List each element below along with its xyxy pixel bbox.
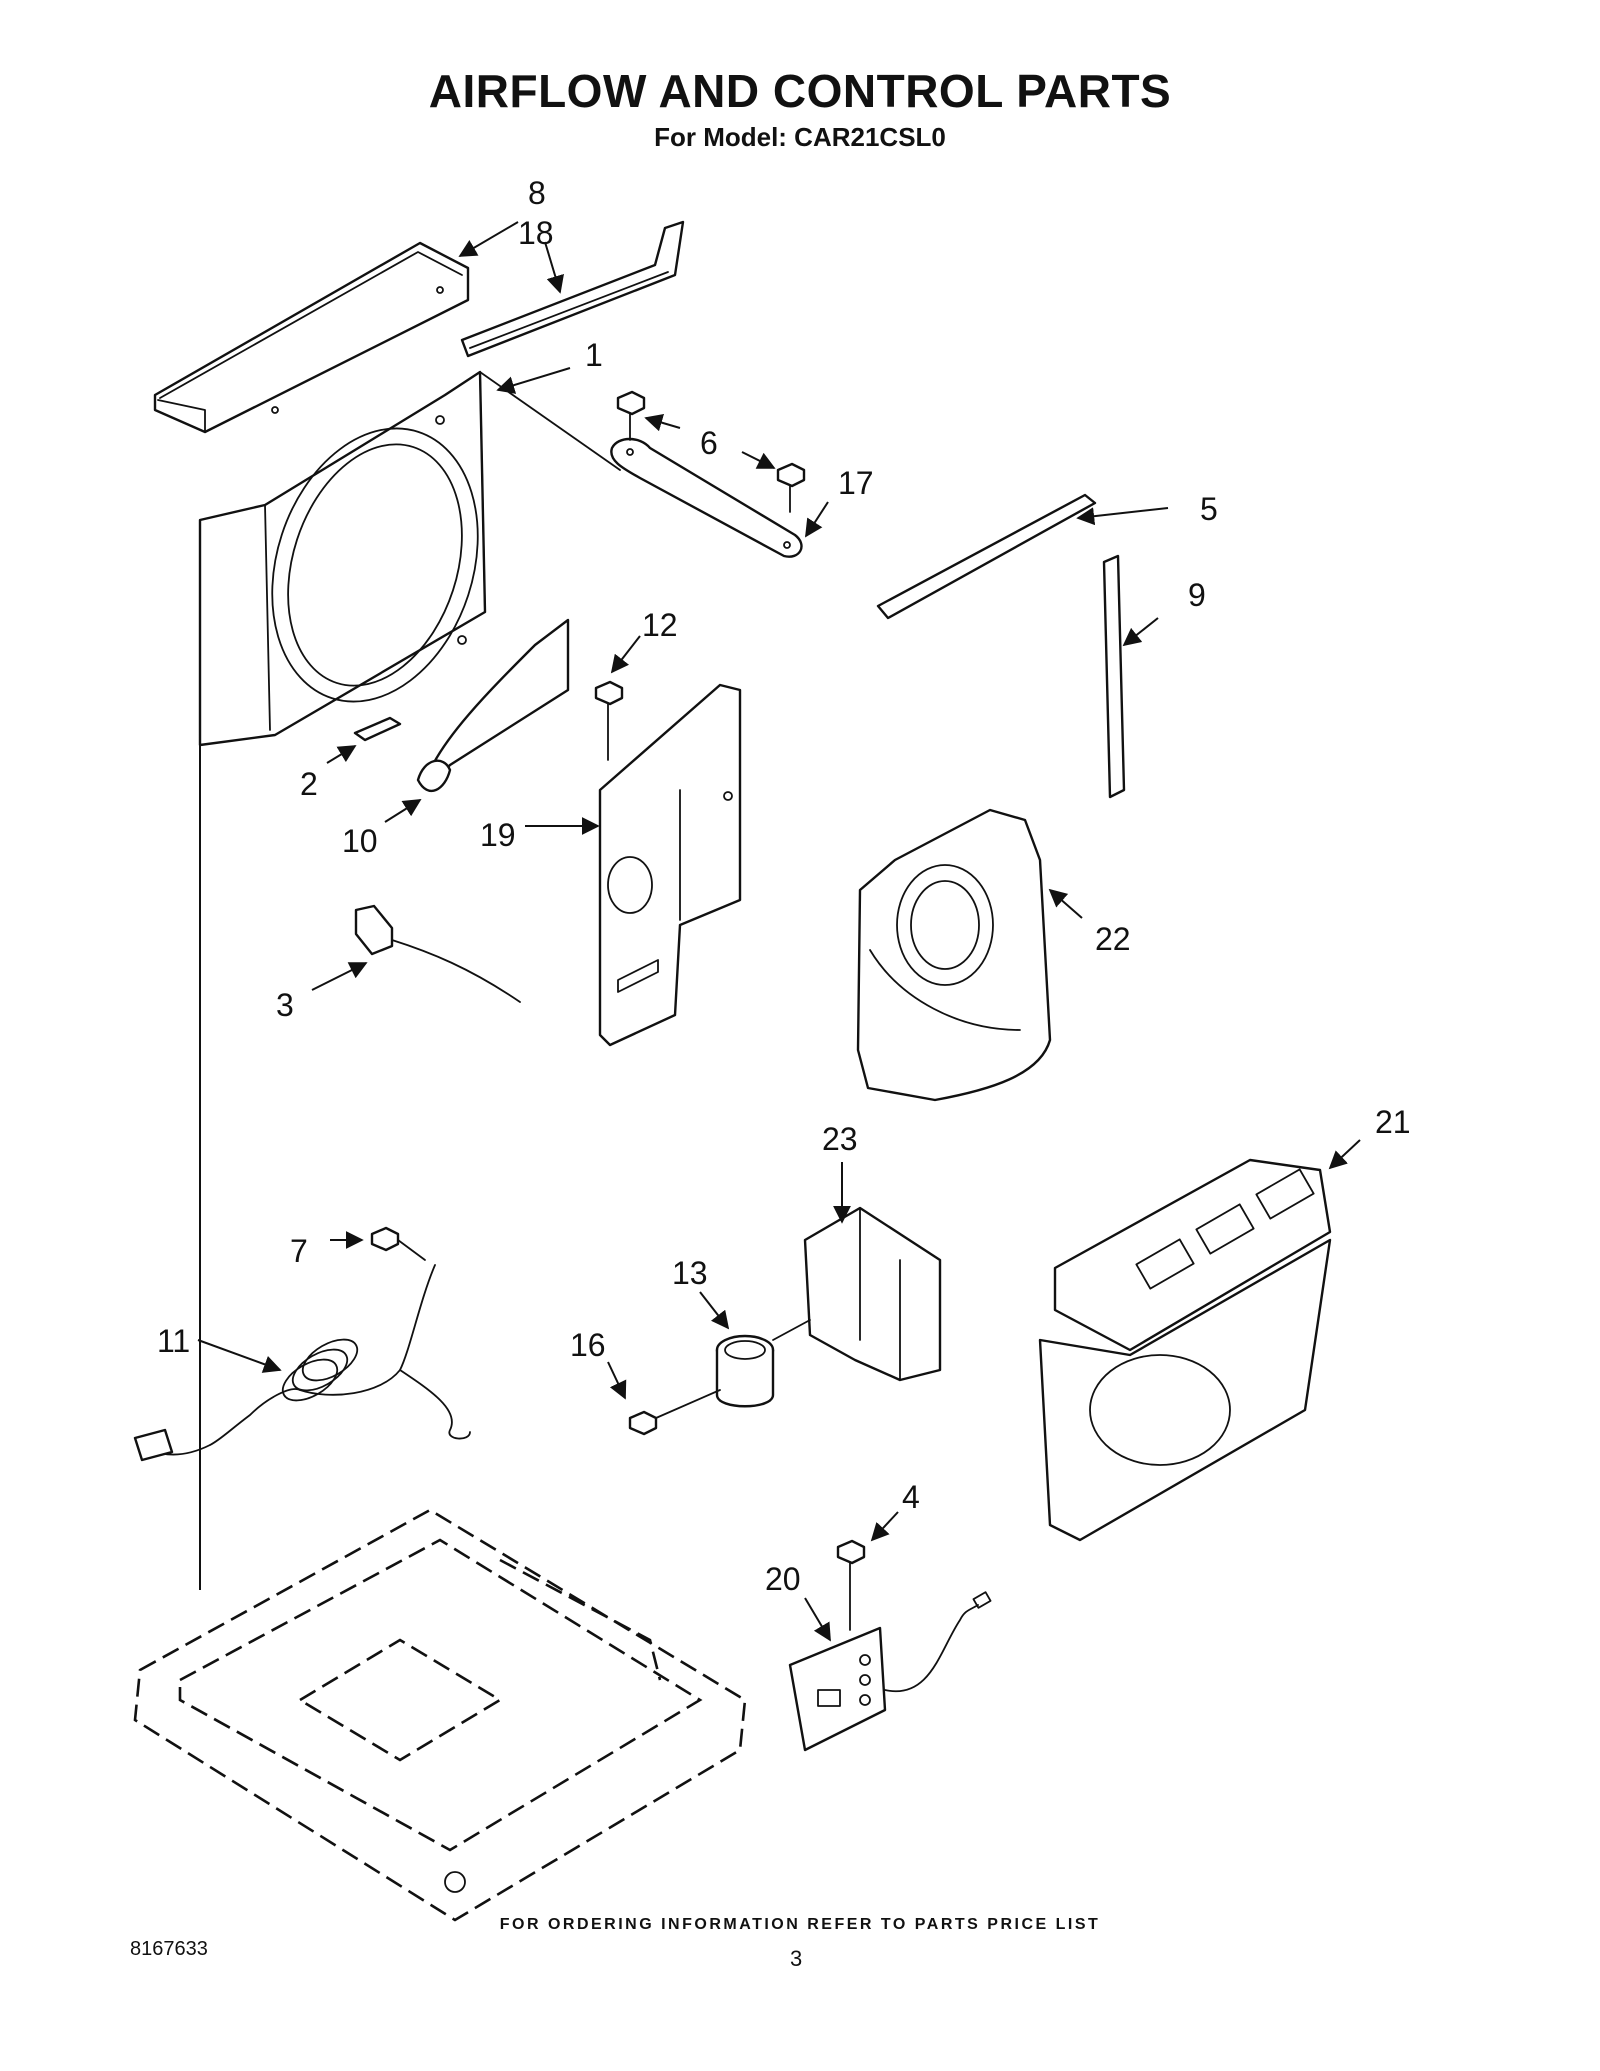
part-11-power-cord <box>133 1264 471 1462</box>
callout-11: 11 <box>157 1323 190 1359</box>
part-19-control-bracket <box>598 683 742 1047</box>
part-10-deflector <box>416 618 570 793</box>
ordering-info-note: FOR ORDERING INFORMATION REFER TO PARTS … <box>499 1916 1101 1933</box>
callout-3: 3 <box>276 987 294 1023</box>
part-13-capacitor <box>715 1319 811 1408</box>
part-1-shroud <box>198 370 621 747</box>
part-4-screw <box>836 1539 866 1631</box>
part-5-seal-strip <box>876 493 1097 620</box>
part-17-bracket-arm <box>610 437 803 558</box>
part-3-thermistor <box>354 904 521 1003</box>
page-title: AIRFLOW AND CONTROL PARTS <box>428 65 1172 117</box>
callout-16: 16 <box>570 1327 606 1363</box>
base-pan <box>133 1508 747 1922</box>
part-2-block <box>353 716 402 742</box>
callout-12: 12 <box>642 607 678 643</box>
model-subtitle: For Model: CAR21CSL0 <box>654 122 946 152</box>
document-number: 8167633 <box>130 1938 208 1960</box>
part-20-control-board <box>788 1591 992 1752</box>
callout-8: 8 <box>528 175 546 211</box>
page-number: 3 <box>790 1946 803 1971</box>
part-16-screw <box>628 1389 721 1436</box>
part-23-capacitor-bracket <box>803 1206 942 1382</box>
callout-13: 13 <box>672 1255 708 1291</box>
callout-6: 6 <box>700 425 718 461</box>
callout-19: 19 <box>480 817 516 853</box>
callout-22: 22 <box>1095 921 1131 957</box>
part-22-scroll-housing <box>856 808 1052 1102</box>
part-12-screw <box>594 680 624 761</box>
part-21-discharge-grille <box>1038 1158 1332 1542</box>
callout-4: 4 <box>902 1479 920 1515</box>
callout-9: 9 <box>1188 577 1206 613</box>
callout-5: 5 <box>1200 491 1218 527</box>
callout-10: 10 <box>342 823 378 859</box>
part-8-top-channel <box>153 241 470 434</box>
callout-18: 18 <box>518 215 554 251</box>
part-7-screw <box>370 1226 426 1261</box>
part-18-bracket-strip <box>460 220 685 358</box>
callout-7: 7 <box>290 1233 308 1269</box>
part-9-seal-strip <box>1102 554 1126 799</box>
callout-17: 17 <box>838 465 874 501</box>
callout-20: 20 <box>765 1561 801 1597</box>
callout-2: 2 <box>300 766 318 802</box>
callout-23: 23 <box>822 1121 858 1157</box>
part-6-screws <box>616 390 806 513</box>
callout-1: 1 <box>585 337 603 373</box>
leader-lines <box>197 221 1361 1642</box>
callout-21: 21 <box>1375 1104 1411 1140</box>
